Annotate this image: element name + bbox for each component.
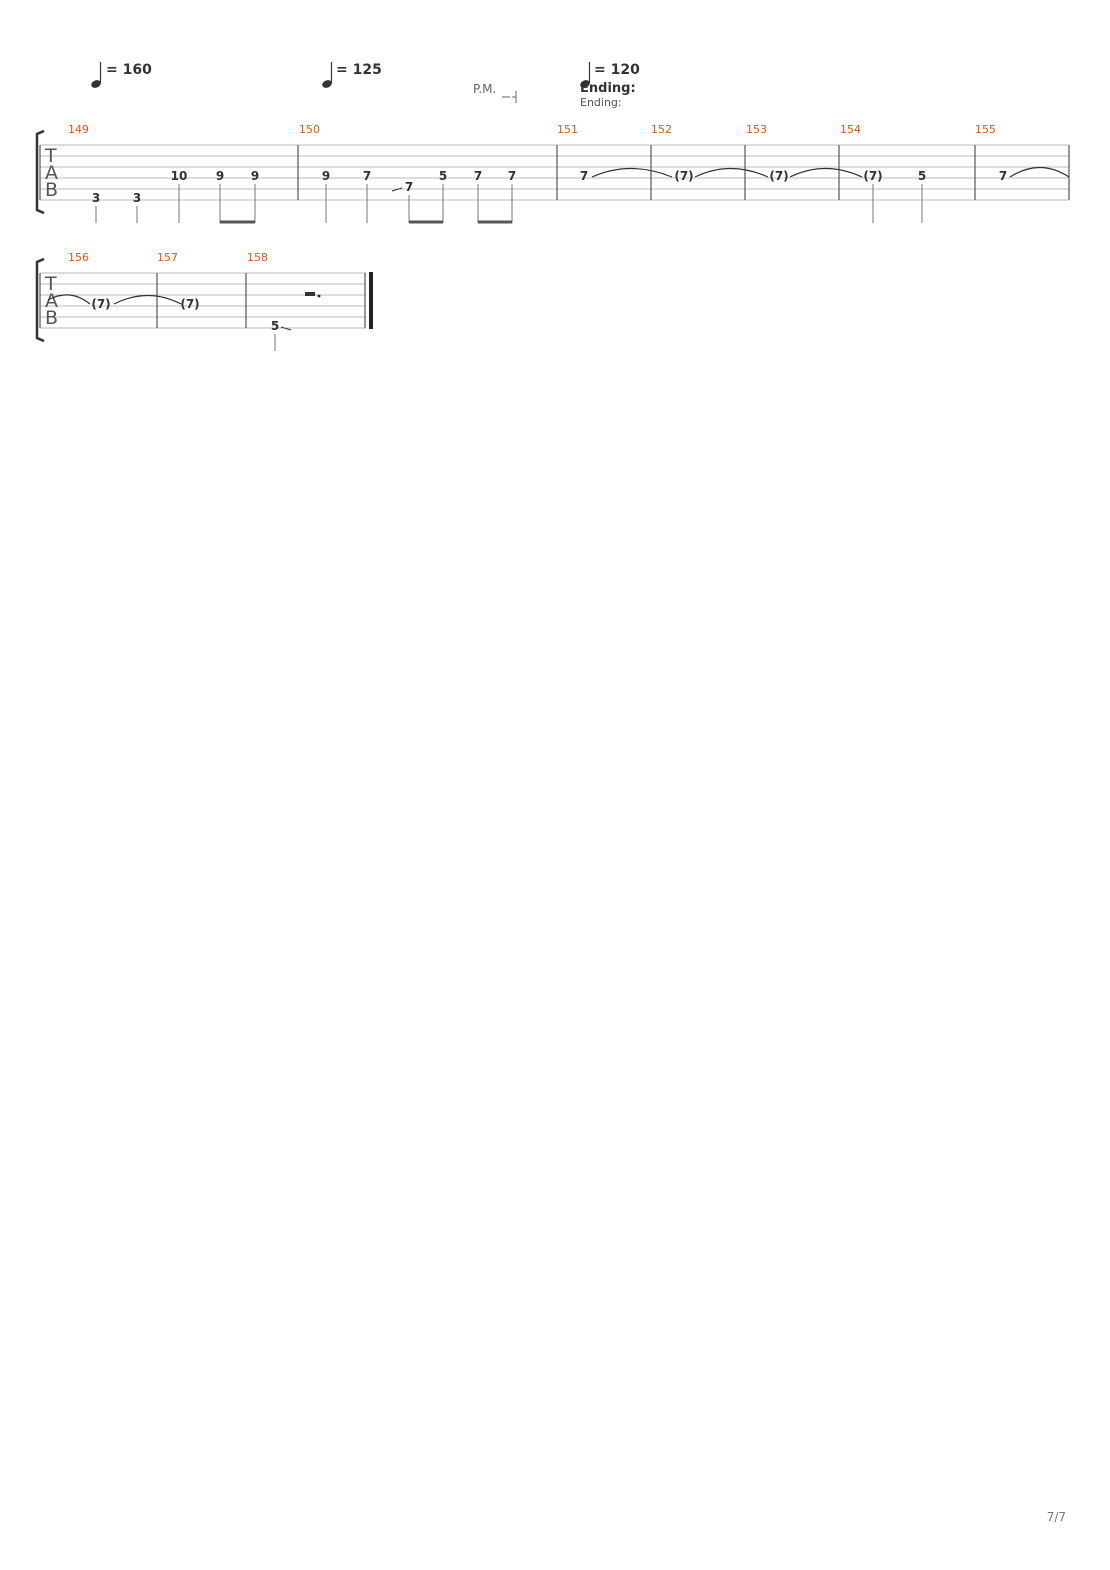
fret-number: (7): [863, 169, 882, 183]
note-stems: [325, 184, 513, 223]
tab-clef-letter: T: [44, 273, 57, 295]
fret-number: 7: [363, 169, 371, 183]
tab-clef-letter: B: [45, 179, 58, 201]
tie-arcs: [591, 167, 1070, 178]
staff-lines: [40, 144, 1069, 201]
fret-number: 7: [405, 180, 413, 194]
measure-number: 157: [157, 251, 178, 264]
tab-clef-letter: B: [45, 307, 58, 329]
fret-number: 7: [508, 169, 516, 183]
system-bracket: [35, 129, 45, 215]
measure-number: 150: [299, 123, 320, 136]
tab-system-1: T A B 149 150 151 152 153 154 155 3 3 10…: [35, 123, 1070, 224]
palm-mute-label: P.M.: [473, 82, 496, 96]
fret-number: (7): [91, 297, 110, 311]
tempo-text: = 125: [336, 62, 382, 78]
barlines: [39, 145, 1070, 200]
section-subtitle: Ending:: [580, 96, 622, 109]
measure-number: 158: [247, 251, 268, 264]
quarter-note-icon: [322, 80, 332, 88]
palm-mute-marker: P.M.: [473, 82, 517, 103]
measure-number: 149: [68, 123, 89, 136]
note-stems: [872, 184, 923, 223]
slide-in-mark: [391, 187, 403, 192]
fret-number: (7): [769, 169, 788, 183]
fret-number: 3: [92, 191, 100, 205]
section-title: Ending:: [580, 81, 636, 96]
fret-number: 9: [251, 169, 259, 183]
fret-number: 5: [918, 169, 926, 183]
tab-system-2: T A B 156 157 158 (7) (7) 5: [35, 251, 373, 351]
fret-number: (7): [674, 169, 693, 183]
fret-number: 9: [216, 169, 224, 183]
staff-lines: [40, 272, 366, 329]
tempo-text: = 160: [106, 62, 152, 78]
measure-number: 153: [746, 123, 767, 136]
fret-number: 7: [580, 169, 588, 183]
page-number: 7/7: [1046, 1510, 1066, 1524]
system-bracket: [35, 257, 45, 343]
tab-clef-letter: A: [45, 162, 58, 184]
tie-arcs: [47, 294, 182, 305]
note-stems: [95, 184, 256, 223]
fret-number: 7: [474, 169, 482, 183]
tab-clef-letter: T: [44, 145, 57, 167]
measure-number: 152: [651, 123, 672, 136]
measure-number: 151: [557, 123, 578, 136]
measure-number: 155: [975, 123, 996, 136]
fret-number: 3: [133, 191, 141, 205]
tempo-marking-2: = 125: [322, 62, 382, 88]
fret-number: 5: [439, 169, 447, 183]
tab-clef-letter: A: [45, 290, 58, 312]
tempo-text: = 120: [594, 62, 640, 78]
tempo-marking-1: = 160: [91, 62, 152, 88]
tempo-marking-3: = 120: [580, 62, 640, 88]
fret-number: 9: [322, 169, 330, 183]
fret-number: 5: [271, 319, 279, 333]
slide-out-mark: [280, 326, 292, 331]
quarter-note-icon: [91, 80, 101, 88]
dotted-half-rest-icon: [305, 292, 321, 298]
measure-number: 154: [840, 123, 861, 136]
fret-number: 10: [171, 169, 188, 183]
fret-number: 7: [999, 169, 1007, 183]
barlines: [39, 273, 366, 328]
fret-number: (7): [180, 297, 199, 311]
quarter-note-icon: [580, 80, 590, 88]
measure-number: 156: [68, 251, 89, 264]
